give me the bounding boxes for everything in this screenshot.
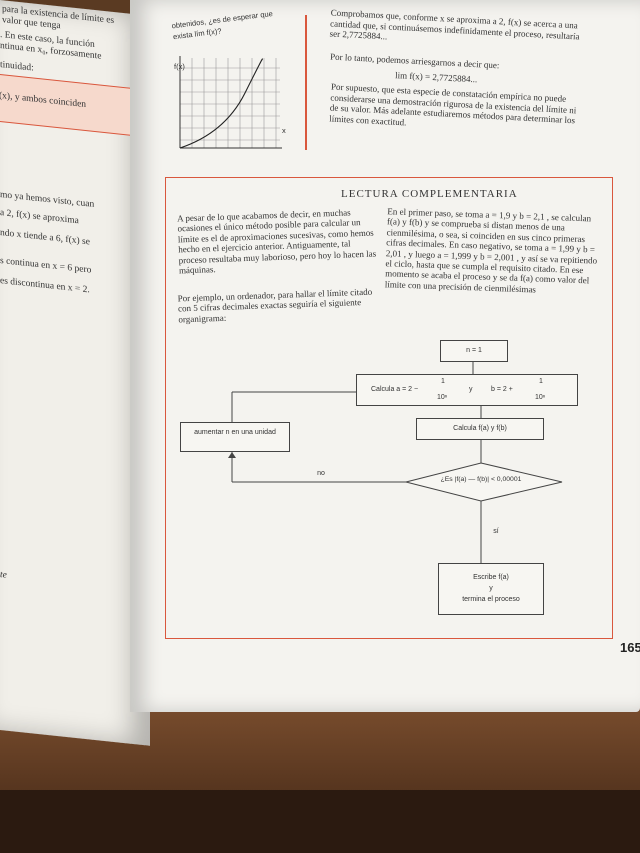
calc-a-frac-num: 1 [441,378,445,385]
intro-paragraph-2: Por lo tanto, podemos arriesgarnos a dec… [329,51,500,71]
left-page: para la existencia de límite es valor qu… [0,0,150,746]
section-title: LECTURA COMPLEMENTARIA [341,188,518,200]
flow-calc-f-box: Calcula f(a) y f(b) [416,418,544,440]
left-line: (x), y ambos coinciden [0,90,87,111]
left-line: es discontinua en x = 2. [0,276,90,296]
calc-a-frac-den: 10ⁿ [437,394,448,401]
flow-no-label: no [317,470,325,477]
left-line: ndo x tiende a 6, f(x) se [0,228,90,248]
intro-paragraph: Comprobamos que, conforme x se aproxima … [329,7,580,42]
flow-calc-ab-box: Calcula a = 2 − 1 10ⁿ y b = 2 + 1 10ⁿ [356,374,578,406]
left-line: a 2, f(x) se aproxima [0,208,79,227]
calc-a-label: Calcula a = 2 − [371,386,419,393]
flowchart-connectors [228,362,563,563]
left-line: mo ya hemos visto, cuan [0,190,95,210]
end-line-1: Escribe f(a) [473,574,509,581]
calc-b-label: b = 2 + [491,386,513,393]
axis-x-label: x [282,126,286,135]
end-line-3: termina el proceso [462,596,520,603]
desk-shadow [0,790,640,853]
flow-start-box: n = 1 [440,340,508,362]
curve-graph [179,56,282,149]
intro-paragraph-3: Por supuesto, que esta especie de consta… [329,81,577,127]
lectura-complementaria-box: LECTURA COMPLEMENTARIA A pesar de lo que… [165,177,613,639]
left-highlight-box: (x), y ambos coinciden [0,72,142,137]
left-line: te [0,570,7,581]
calc-b-frac-den: 10ⁿ [535,394,546,401]
end-line-2: y [489,585,493,592]
flow-increment-box: aumentar n en una unidad [180,422,290,452]
left-line: tinuidad: [0,60,34,74]
left-line: s continua en x = 6 pero [0,256,92,276]
question-text: obtenidos, ¿es de esperar que exista lím… [171,8,274,41]
calc-b-frac-num: 1 [539,378,543,385]
column-divider [305,15,307,150]
flow-end-box: Escribe f(a) y termina el proceso [438,563,544,615]
calc-y-label: y [469,386,473,393]
flow-si-label: sí [493,528,499,535]
page-number: 165 [620,640,640,655]
flow-decision-text: ¿Es |f(a) — f(b)| < 0,00001 [440,476,522,483]
right-page: obtenidos, ¿es de esperar que exista lím… [130,0,640,712]
axis-y-label: f(x) [174,62,185,71]
